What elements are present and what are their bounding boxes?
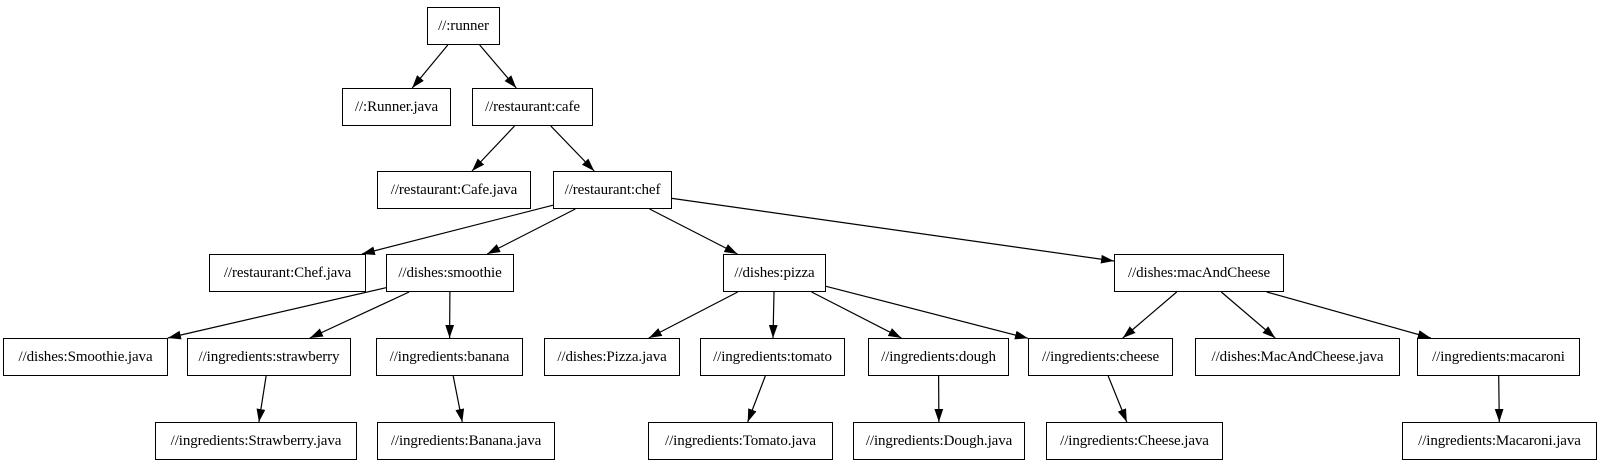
graph-node-runner: //:runner (427, 7, 500, 45)
graph-node-strawberry: //ingredients:strawberry (187, 338, 351, 376)
graph-node-dough: //ingredients:dough (868, 338, 1009, 376)
edge-cheese-to-cheese-java (1107, 375, 1128, 423)
edge-chef-to-pizza (649, 208, 738, 255)
graph-node-label: //ingredients:tomato (713, 348, 832, 365)
edge-tomato-to-tomato-java (747, 375, 766, 423)
graph-node-label: //ingredients:dough (881, 348, 996, 365)
graph-node-label: //ingredients:cheese (1041, 348, 1160, 365)
graph-node-smoothie-java: //dishes:Smoothie.java (3, 338, 168, 376)
edge-chef-to-smoothie (486, 208, 576, 255)
graph-node-chef-java: //restaurant:Chef.java (209, 254, 366, 292)
edge-chef-to-chef-java (361, 204, 554, 256)
edge-runner-to-runner-java (411, 44, 449, 89)
graph-node-cheese-java: //ingredients:Cheese.java (1046, 422, 1223, 460)
graph-node-dough-java: //ingredients:Dough.java (853, 422, 1025, 460)
graph-node-tomato-java: //ingredients:Tomato.java (648, 422, 833, 460)
graph-node-smoothie: //dishes:smoothie (386, 254, 514, 292)
graph-node-cafe: //restaurant:cafe (472, 88, 593, 126)
graph-node-label: //:Runner.java (354, 98, 439, 115)
graph-node-label: //ingredients:Banana.java (390, 432, 542, 449)
edge-smoothie-to-strawberry (309, 291, 410, 339)
edge-pizza-to-cheese (825, 285, 1029, 340)
graph-node-label: //ingredients:banana (389, 348, 510, 365)
edge-cafe-to-cafe-java (471, 125, 515, 172)
edge-group (167, 44, 1504, 423)
edge-pizza-to-pizza-java (648, 291, 738, 339)
graph-node-label: //restaurant:chef (564, 181, 661, 198)
graph-node-macaroni: //ingredients:macaroni (1417, 338, 1580, 376)
graph-node-label: //dishes:pizza (734, 264, 815, 281)
graph-node-cheese: //ingredients:cheese (1028, 338, 1173, 376)
graph-node-label: //restaurant:Cafe.java (390, 181, 518, 198)
graph-node-tomato: //ingredients:tomato (700, 338, 845, 376)
edge-strawberry-to-strawberry-java (256, 375, 267, 423)
edge-mac-and-cheese-to-macaroni (1266, 291, 1431, 339)
graph-node-label: //ingredients:Cheese.java (1060, 432, 1209, 449)
graph-node-label: //ingredients:Dough.java (865, 432, 1013, 449)
graph-node-banana: //ingredients:banana (376, 338, 523, 376)
graph-node-pizza: //dishes:pizza (723, 254, 826, 292)
edge-runner-to-cafe (479, 44, 517, 89)
graph-node-pizza-java: //dishes:Pizza.java (544, 338, 680, 376)
graph-node-strawberry-java: //ingredients:Strawberry.java (155, 422, 357, 460)
graph-node-label: //dishes:Smoothie.java (18, 348, 153, 365)
graph-node-label: //restaurant:Chef.java (223, 264, 352, 281)
graph-node-label: //ingredients:strawberry (198, 348, 340, 365)
graph-node-label: //ingredients:Strawberry.java (170, 432, 342, 449)
graph-node-label: //dishes:smoothie (398, 264, 502, 281)
graph-node-runner-java: //:Runner.java (342, 88, 451, 126)
graph-node-label: //restaurant:cafe (485, 98, 580, 115)
graph-node-label: //dishes:MacAndCheese.java (1211, 348, 1384, 365)
edge-smoothie-to-smoothie-java (167, 287, 387, 340)
edge-mac-and-cheese-to-mac-and-cheese-java (1220, 291, 1276, 339)
edge-chef-to-mac-and-cheese (671, 197, 1115, 264)
edge-mac-and-cheese-to-cheese (1122, 291, 1178, 339)
edge-macaroni-to-macaroni-java (1494, 375, 1504, 423)
graph-node-mac-and-cheese-java: //dishes:MacAndCheese.java (1195, 338, 1400, 376)
graph-node-label: //dishes:Pizza.java (557, 348, 667, 365)
graph-node-label: //ingredients:macaroni (1432, 348, 1565, 365)
edge-pizza-to-tomato (768, 291, 778, 339)
graph-node-label: //ingredients:Macaroni.java (1418, 432, 1581, 449)
graph-node-chef: //restaurant:chef (553, 171, 672, 209)
graph-node-macaroni-java: //ingredients:Macaroni.java (1402, 422, 1597, 460)
edge-cafe-to-chef (550, 125, 595, 172)
graph-node-label: //dishes:macAndCheese (1127, 264, 1271, 281)
edge-pizza-to-dough (811, 291, 902, 339)
edge-banana-to-banana-java (452, 375, 465, 423)
graph-node-label: //ingredients:Tomato.java (665, 432, 816, 449)
graph-node-cafe-java: //restaurant:Cafe.java (377, 171, 531, 209)
graph-node-banana-java: //ingredients:Banana.java (377, 422, 555, 460)
graph-node-mac-and-cheese: //dishes:macAndCheese (1114, 254, 1284, 292)
graph-node-label: //:runner (438, 17, 489, 34)
